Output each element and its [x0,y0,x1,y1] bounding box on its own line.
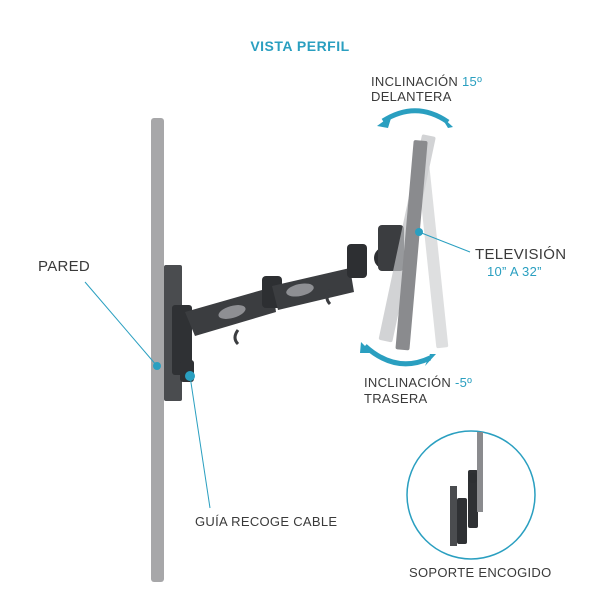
tilt-forward-value: 15º [462,74,483,89]
tilt-forward-text: INCLINACIÓN [371,74,459,89]
tilt-back-value: -5º [455,375,473,390]
cable-hook-2 [325,289,332,306]
head-joint [347,244,367,278]
wall [151,118,164,582]
tilt-back-sub: TRASERA [364,391,428,406]
tilt-back-text: INCLINACIÓN [364,375,452,390]
tv-title: TELEVISIÓN [475,246,567,263]
tv-size: 10” A 32” [487,264,542,279]
pared-dot [153,362,161,370]
wall-label: PARED [38,258,91,275]
tilt-forward-arrow [381,108,450,125]
tilt-back-arrow [363,344,432,367]
cable-hook-1 [233,329,240,346]
tv-dot [415,228,423,236]
tilt-back-label: INCLINACIÓN -5º [364,375,472,390]
folded-mount-illustration [450,432,483,546]
folded-label: SOPORTE ENCOGIDO [409,565,552,580]
tv-plate-back [415,148,449,349]
arm-hole-2 [286,283,314,297]
page-title: VISTA PERFIL [250,38,350,54]
pared-leader [84,281,158,367]
swivel-post [172,305,192,375]
tv-leader [418,231,471,253]
cable-guide-dot [185,371,195,381]
cable-guide-leader [189,375,211,509]
tilt-forward-label: INCLINACIÓN 15º [371,74,482,89]
tv-plate [395,140,428,351]
cable-guide-label: GUÍA RECOGE CABLE [195,514,338,529]
arm-hole-1 [218,305,246,319]
tilt-forward-sub: DELANTERA [371,89,452,104]
